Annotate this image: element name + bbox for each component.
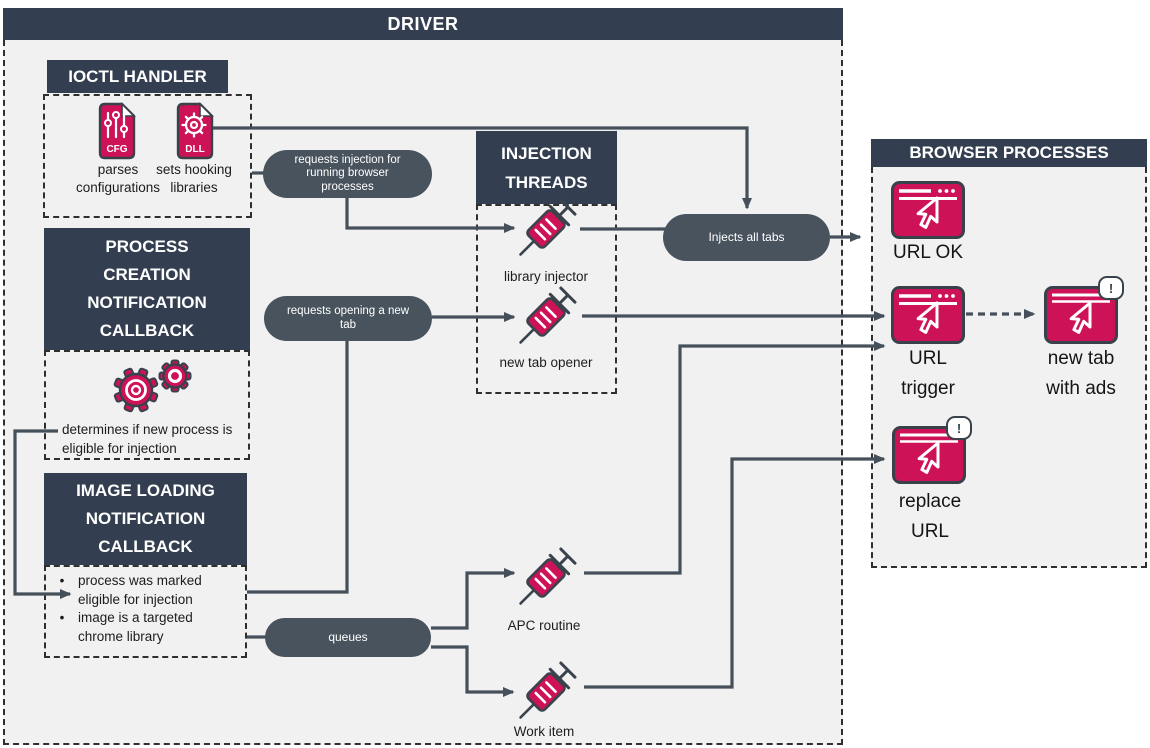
new-tab-opener-syringe-icon [506, 277, 586, 357]
connector-queues-to-work-item [431, 645, 515, 697]
injection-threads-header: INJECTION THREADS [476, 131, 617, 204]
image-loading-header: IMAGE LOADING NOTIFICATION CALLBACK [44, 473, 247, 565]
url-trigger-label: URL trigger [886, 346, 970, 402]
driver-header: DRIVER [3, 8, 843, 40]
injects-all-tabs-pill: Injects all tabs [663, 214, 830, 261]
dll-file-label: DLL [185, 144, 204, 155]
process-creation-title-line: CREATION [103, 265, 191, 284]
url-trigger-browser-icon [891, 286, 965, 344]
process-creation-title-line: CALLBACK [99, 321, 195, 340]
image-loading-title-line: CALLBACK [98, 537, 193, 556]
ioctl-handler-title: IOCTL HANDLER [68, 66, 207, 86]
work-item-label: Work item [513, 724, 575, 739]
bullet-text: image is a targeted chrome library [78, 610, 193, 644]
url-trigger-label-line: trigger [901, 378, 955, 399]
requests-new-tab-pill: requests opening a new tab [264, 296, 432, 341]
work-item-syringe-icon [506, 652, 586, 732]
process-creation-title-line: NOTIFICATION [87, 293, 207, 312]
injection-threads-box [476, 204, 617, 394]
queues-pill: queues [265, 618, 431, 657]
dll-caption: sets hooking libraries [156, 162, 232, 195]
cfg-file-icon: CFG [98, 102, 136, 160]
cfg-file-label: CFG [106, 144, 127, 155]
alert-badge: ! [1098, 276, 1124, 300]
bullet-item: • image is a targeted chrome library [46, 609, 244, 646]
cfg-caption: parses configurations [75, 162, 161, 195]
connector-apc-routine-to-url-trigger [584, 341, 886, 575]
bullet-dot: • [59, 610, 65, 625]
connector-image-loading-to-requests-new-tab [247, 338, 349, 594]
injection-threads-title-line: INJECTION [501, 143, 592, 163]
browser-processes-title: BROWSER PROCESSES [909, 143, 1109, 162]
image-loading-bullets: • process was marked eligible for inject… [46, 572, 244, 646]
new-tab-ads-label: new tab with ads [1035, 346, 1127, 402]
apc-routine-syringe-icon [506, 538, 586, 618]
bullet-item: • process was marked eligible for inject… [46, 572, 244, 609]
browser-processes-header: BROWSER PROCESSES [871, 139, 1147, 167]
url-trigger-label-line: URL [908, 348, 947, 369]
process-creation-box [44, 350, 250, 460]
url-ok-browser-icon [891, 181, 965, 239]
image-loading-title-line: IMAGE LOADING [76, 481, 215, 500]
process-creation-title-line: PROCESS [105, 237, 189, 256]
process-creation-header: PROCESS CREATION NOTIFICATION CALLBACK [44, 228, 250, 350]
replace-url-label: replace URL [888, 489, 972, 545]
requests-injection-pill: requests injection for running browser p… [263, 150, 432, 198]
new-tab-opener-label: new tab opener [499, 355, 593, 370]
connector-requests-injection-to-library-injector [345, 198, 516, 233]
new-tab-ads-label-line: with ads [1046, 378, 1116, 399]
connector-work-item-to-replace-url [584, 454, 886, 689]
gears-icon [113, 359, 192, 413]
new-tab-ads-label-line: new tab [1047, 348, 1115, 369]
url-ok-label: URL OK [892, 242, 964, 263]
connector-queues-to-apc-routine [431, 568, 516, 630]
bullet-dot: • [59, 573, 65, 588]
image-loading-box [44, 565, 247, 658]
library-injector-syringe-icon [506, 189, 586, 269]
driver-title: DRIVER [387, 13, 459, 34]
alert-badge: ! [946, 416, 972, 440]
image-loading-title-line: NOTIFICATION [85, 509, 206, 528]
ioctl-handler-header: IOCTL HANDLER [47, 60, 228, 93]
library-injector-label: library injector [503, 269, 589, 284]
injection-threads-title-line: THREADS [505, 172, 588, 192]
dll-file-icon: DLL [176, 102, 214, 160]
replace-url-label-line: URL [910, 521, 949, 542]
bullet-text: process was marked eligible for injectio… [78, 573, 202, 607]
apc-routine-label: APC routine [507, 618, 581, 633]
connector-process-creation-to-image-loading [13, 429, 72, 599]
process-creation-caption: determines if new process is eligible fo… [62, 422, 233, 456]
replace-url-label-line: replace [898, 491, 962, 512]
connector-dll-to-injects-pill [213, 126, 752, 210]
ioctl-handler-box [43, 94, 252, 218]
